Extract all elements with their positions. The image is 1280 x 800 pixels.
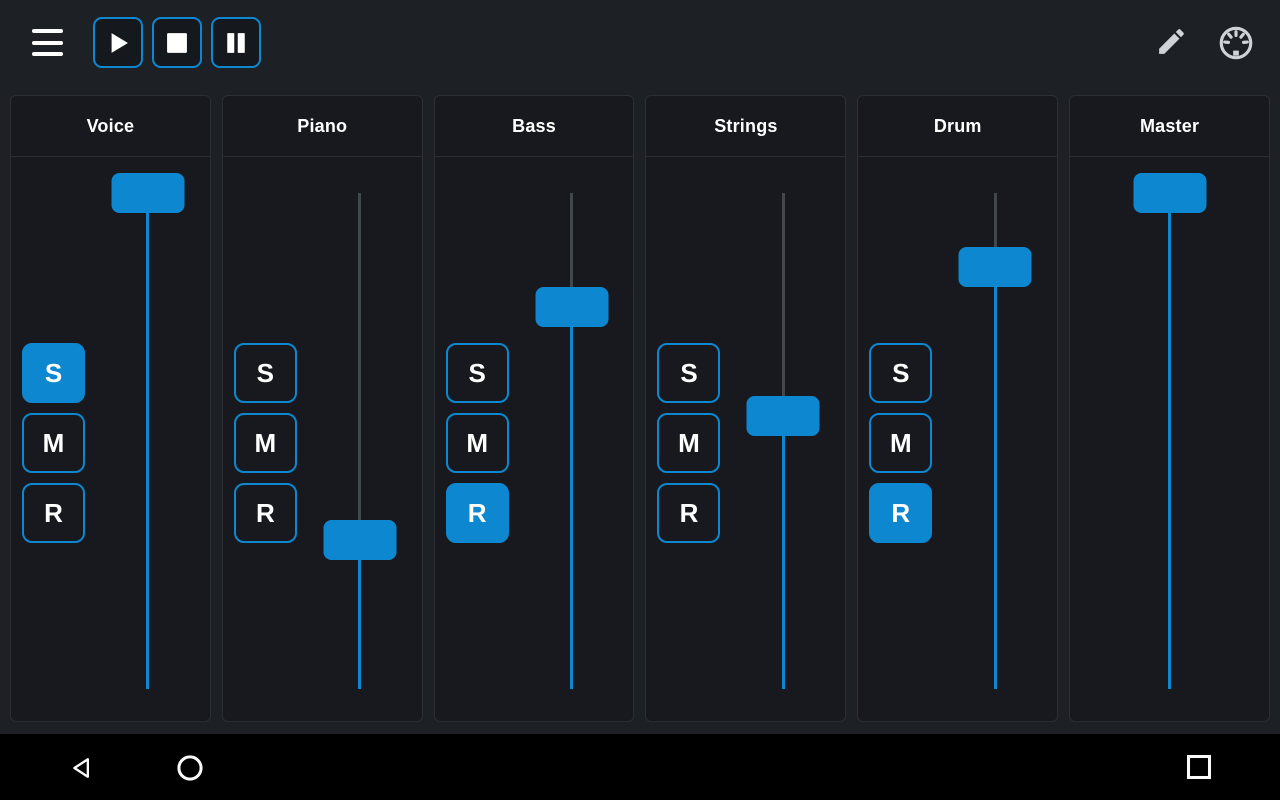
fader-handle[interactable] (746, 396, 820, 437)
pause-button[interactable] (211, 17, 261, 68)
channel-title: Bass (434, 96, 634, 157)
transport-controls (93, 17, 261, 68)
stop-icon (167, 32, 187, 53)
record-button[interactable]: R (22, 483, 85, 543)
fader-track-inactive (358, 193, 362, 541)
fader-track-active (358, 540, 362, 689)
channel-title: Voice (11, 96, 210, 157)
mixer-panel: Voice S M R Piano S M R (10, 95, 1270, 722)
recents-icon[interactable] (1185, 753, 1213, 786)
channel-strip-bass: Bass S M R (433, 95, 635, 722)
mute-button[interactable]: M (869, 413, 933, 473)
mute-button[interactable]: M (657, 413, 721, 473)
android-navigation-bar (0, 734, 1280, 800)
mute-button[interactable]: M (445, 413, 509, 473)
fader-track-active (993, 267, 997, 689)
channel-strip-piano: Piano S M R (221, 95, 423, 722)
fader-track[interactable] (358, 193, 362, 689)
fader-handle[interactable] (1133, 173, 1207, 213)
stop-button[interactable] (152, 17, 202, 68)
solo-button[interactable]: S (233, 343, 297, 403)
fader-handle[interactable] (111, 173, 185, 213)
fader-track[interactable] (570, 193, 574, 689)
volume-fader[interactable] (1070, 157, 1269, 721)
fader-track-inactive (570, 193, 574, 308)
pause-icon (227, 32, 245, 53)
play-button[interactable] (93, 17, 143, 68)
volume-fader[interactable] (933, 157, 1057, 721)
edit-pencil-icon[interactable] (1155, 25, 1188, 63)
smr-button-group: S M R (869, 343, 933, 543)
solo-button[interactable]: S (869, 343, 933, 403)
play-icon (111, 32, 128, 53)
fader-track-active (570, 307, 574, 689)
volume-fader[interactable] (510, 157, 634, 721)
smr-button-group: S M R (445, 343, 509, 543)
channel-title: Piano (222, 96, 422, 157)
home-icon[interactable] (176, 754, 204, 787)
volume-fader[interactable] (298, 157, 422, 721)
fader-track[interactable] (993, 193, 997, 689)
menu-bar (32, 40, 63, 45)
smr-button-group: S M R (233, 343, 297, 543)
channel-strip-master: Master (1069, 95, 1270, 722)
midi-din-icon[interactable] (1217, 24, 1255, 67)
channel-strip-voice: Voice S M R (10, 95, 211, 722)
toolbar (0, 0, 1280, 95)
mute-button[interactable]: M (22, 413, 85, 473)
fader-track-inactive (781, 193, 785, 417)
fader-track-active (781, 416, 785, 689)
fader-handle[interactable] (535, 287, 609, 328)
fader-handle[interactable] (323, 520, 397, 561)
menu-bar (32, 52, 63, 56)
fader-track[interactable] (781, 193, 785, 689)
fader-track[interactable] (146, 193, 150, 689)
smr-button-group: S M R (657, 343, 721, 543)
smr-button-group: S M R (22, 343, 85, 543)
menu-bar (32, 29, 63, 33)
back-icon[interactable] (68, 754, 96, 787)
fader-track-active (1168, 193, 1172, 689)
fader-track[interactable] (1168, 193, 1172, 689)
record-button[interactable]: R (445, 483, 509, 543)
channel-title: Drum (858, 96, 1058, 157)
channel-strip-strings: Strings S M R (645, 95, 847, 722)
fader-handle[interactable] (958, 247, 1032, 288)
fader-track-inactive (993, 193, 997, 268)
volume-fader[interactable] (86, 157, 210, 721)
volume-fader[interactable] (721, 157, 845, 721)
channel-strip-drum: Drum S M R (857, 95, 1059, 722)
solo-button[interactable]: S (445, 343, 509, 403)
solo-button[interactable]: S (22, 343, 85, 403)
record-button[interactable]: R (233, 483, 297, 543)
fader-track-active (146, 193, 150, 689)
record-button[interactable]: R (869, 483, 933, 543)
channel-title: Strings (646, 96, 846, 157)
menu-icon[interactable] (32, 29, 63, 56)
channel-title: Master (1070, 96, 1269, 157)
solo-button[interactable]: S (657, 343, 721, 403)
mute-button[interactable]: M (233, 413, 297, 473)
record-button[interactable]: R (657, 483, 721, 543)
